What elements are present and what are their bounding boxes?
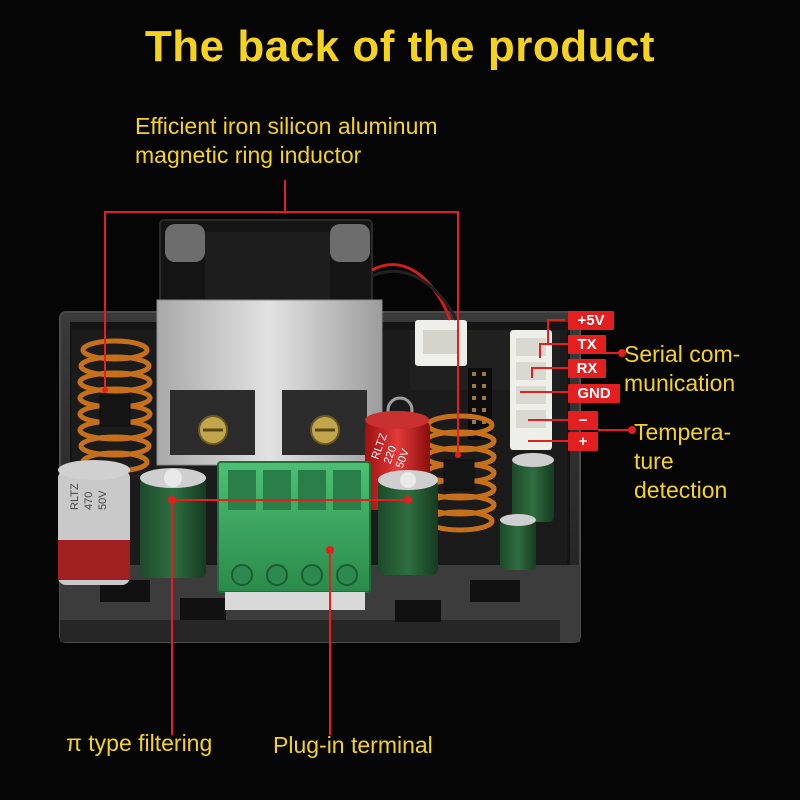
- temperature-label-line-1: Tempera-: [634, 419, 732, 445]
- inductor-label: Efficient iron silicon aluminum magnetic…: [135, 112, 438, 170]
- fan-connector: [415, 320, 467, 366]
- temperature-label-line-2: ture: [634, 448, 674, 474]
- page-title: The back of the product: [144, 22, 656, 71]
- temperature-label-line-3: detection: [634, 477, 728, 503]
- pin-minus: −: [568, 411, 598, 430]
- serial-label-line-1: Serial com-: [624, 341, 741, 367]
- heatsink: [156, 299, 383, 466]
- serial-label-line-2: munication: [624, 370, 736, 396]
- pin-rx: RX: [568, 359, 606, 378]
- cap-left-line-2: 470: [83, 492, 95, 510]
- inductor-label-line-2: magnetic ring inductor: [135, 142, 362, 168]
- pin-plus: +: [568, 432, 598, 451]
- temperature-label: Tempera- ture detection: [634, 418, 731, 505]
- pin-gnd: GND: [568, 384, 620, 403]
- capacitor-left-marking: RLTZ 470 50V: [69, 483, 109, 510]
- terminal-label: Plug-in terminal: [273, 732, 433, 758]
- capacitor-small-right: [500, 453, 554, 570]
- inductor-label-line-1: Efficient iron silicon aluminum: [135, 113, 438, 139]
- pi-filter-label: π type filtering: [66, 730, 213, 756]
- pin-tx: TX: [568, 335, 606, 354]
- cap-top-line-2: 220: [382, 444, 400, 465]
- serial-connector: [510, 330, 552, 450]
- capacitor-green-center: [378, 470, 438, 575]
- left-inductor: [77, 338, 153, 474]
- pin-5v: +5V: [568, 311, 614, 330]
- capacitor-left-red: [58, 460, 130, 585]
- serial-label: Serial com- munication: [624, 340, 740, 398]
- leader-lines: [104, 180, 632, 735]
- cap-left-line-3: 50V: [97, 490, 109, 510]
- cap-left-line-1: RLTZ: [69, 483, 81, 510]
- plug-in-terminal: [217, 461, 371, 610]
